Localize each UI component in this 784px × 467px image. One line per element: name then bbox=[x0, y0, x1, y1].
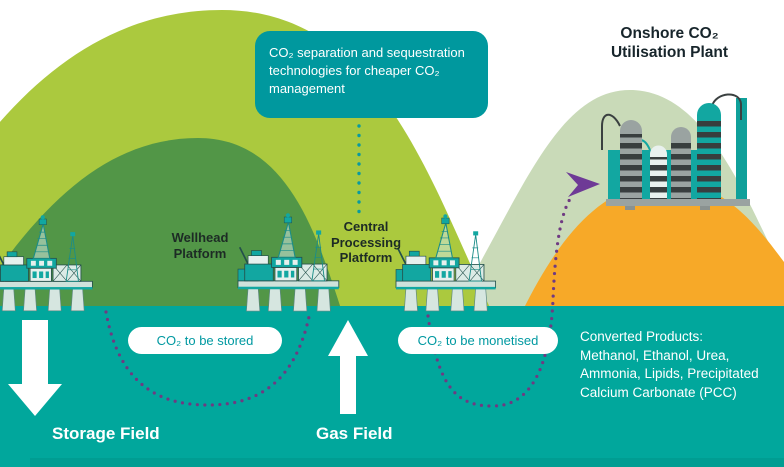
central-processing-platform-label: Central Processing Platform bbox=[330, 219, 402, 266]
purple-arrowhead-icon bbox=[566, 172, 600, 197]
gas-field-label: Gas Field bbox=[316, 424, 393, 443]
co2-monetise-dotted-path bbox=[426, 194, 574, 408]
co2-technology-callout: CO₂ separation and sequestration technol… bbox=[255, 31, 488, 118]
co2-monetised-pill-text: CO₂ to be monetised bbox=[417, 333, 539, 348]
onshore-plant-title: Onshore CO₂ Utilisation Plant bbox=[610, 25, 729, 62]
up-arrow-icon bbox=[328, 320, 368, 414]
co2-stored-pill: CO₂ to be stored bbox=[128, 327, 282, 354]
converted-products-items: Methanol, Ethanol, Urea, Ammonia, Lipids… bbox=[580, 347, 759, 400]
converted-products-block: Converted Products: Methanol, Ethanol, U… bbox=[580, 328, 784, 403]
seabed-strip bbox=[30, 458, 784, 467]
down-arrow-icon bbox=[8, 320, 62, 416]
callout-text: CO₂ separation and sequestration technol… bbox=[269, 45, 465, 96]
wellhead-platform-label: Wellhead Platform bbox=[171, 230, 229, 261]
co2-stored-pill-text: CO₂ to be stored bbox=[156, 333, 254, 348]
orange-hill bbox=[522, 181, 784, 312]
co2-monetised-pill: CO₂ to be monetised bbox=[398, 327, 558, 354]
storage-field-label: Storage Field bbox=[52, 424, 160, 443]
utilisation-plant-icon bbox=[601, 93, 750, 210]
converted-products-heading: Converted Products: bbox=[580, 329, 704, 344]
